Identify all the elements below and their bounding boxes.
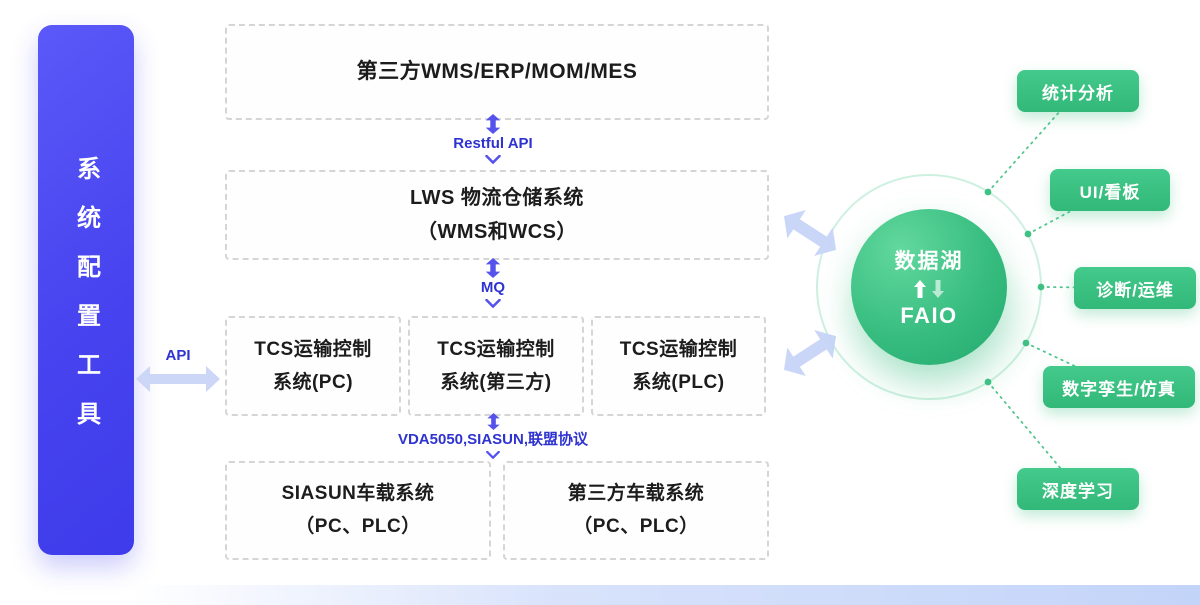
- vertical-double-arrow-icon: [486, 413, 500, 430]
- chevron-down-icon: [485, 154, 501, 164]
- connector-api: API: [134, 347, 222, 392]
- pill-statistical-analysis: 统计分析: [1017, 70, 1139, 112]
- pill-ui-kanban: UI/看板: [1050, 169, 1170, 211]
- restful-api-label: Restful API: [453, 135, 533, 152]
- arrow-up-icon: [914, 280, 926, 298]
- thirdparty-vehicle-system-box: 第三方车载系统 （PC、PLC）: [503, 461, 769, 560]
- thirdparty-vehicle-line1: 第三方车载系统: [567, 483, 705, 505]
- pill-digital-twin-simulation: 数字孪生/仿真: [1043, 366, 1195, 408]
- pill-diagnosis-ops: 诊断/运维: [1074, 267, 1196, 309]
- tcs-plc-box: TCS运输控制 系统(PLC): [591, 316, 766, 416]
- sync-arrow-bottom-icon: [784, 330, 836, 376]
- arrow-down-icon: [932, 280, 944, 298]
- system-config-tool-label: 系统配置工具: [72, 155, 100, 450]
- system-config-tool-panel: 系统配置工具: [38, 25, 134, 555]
- data-lake-title: 数据湖: [894, 250, 964, 273]
- third-party-wms-erp-label: 第三方WMS/ERP/MOM/MES: [356, 59, 638, 83]
- tcs-pc-box: TCS运输控制 系统(PC): [225, 316, 401, 416]
- tcs-thirdparty-line1: TCS运输控制: [437, 338, 555, 360]
- horizontal-double-arrow-icon: [136, 366, 220, 392]
- mq-label: MQ: [480, 279, 506, 296]
- pill-deep-learning: 深度学习: [1017, 468, 1139, 510]
- siasun-vehicle-system-box: SIASUN车载系统 （PC、PLC）: [225, 461, 491, 560]
- third-party-wms-erp-box: 第三方WMS/ERP/MOM/MES: [225, 24, 769, 120]
- tcs-plc-line1: TCS运输控制: [619, 338, 738, 360]
- siasun-vehicle-line1: SIASUN车载系统: [281, 483, 435, 505]
- sync-arrow-top-icon: [784, 210, 836, 256]
- connector-restful-api: Restful API: [433, 114, 553, 164]
- chevron-down-icon: [485, 298, 501, 308]
- tcs-thirdparty-box: TCS运输控制 系统(第三方): [408, 316, 584, 416]
- vertical-double-arrow-icon: [485, 114, 501, 134]
- tcs-thirdparty-line2: 系统(第三方): [440, 371, 552, 393]
- tcs-pc-line1: TCS运输控制: [254, 338, 372, 360]
- bottom-gradient-bar: [130, 585, 1200, 605]
- lws-warehouse-system-box: LWS 物流仓储系统 （WMS和WCS）: [225, 170, 769, 260]
- lws-line1: LWS 物流仓储系统: [410, 186, 584, 209]
- tcs-pc-line2: 系统(PC): [272, 371, 354, 393]
- vda-label: VDA5050,SIASUN,联盟协议: [397, 431, 589, 448]
- data-lake-circle: 数据湖 FAIO: [851, 209, 1007, 365]
- connector-vda: VDA5050,SIASUN,联盟协议: [383, 413, 603, 459]
- api-label: API: [165, 347, 191, 364]
- data-lake-name: FAIO: [900, 303, 958, 328]
- connector-mq: MQ: [453, 258, 533, 308]
- siasun-vehicle-line2: （PC、PLC）: [295, 516, 421, 537]
- vertical-double-arrow-icon: [485, 258, 501, 278]
- tcs-plc-line2: 系统(PLC): [632, 371, 725, 393]
- data-exchange-arrows: [914, 280, 944, 298]
- lws-line2: （WMS和WCS）: [416, 220, 578, 243]
- chevron-down-icon: [486, 450, 500, 459]
- thirdparty-vehicle-line2: （PC、PLC）: [573, 516, 699, 537]
